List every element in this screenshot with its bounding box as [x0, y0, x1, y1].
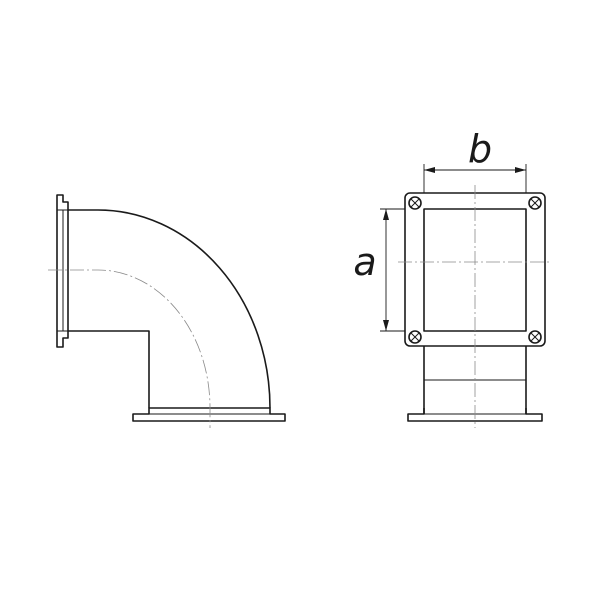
- bolt-hole-top-right: [528, 196, 542, 210]
- elbow-outer-wall: [68, 209, 271, 409]
- bolt-hole-top-left: [408, 196, 422, 210]
- dimension-a: a: [353, 208, 405, 332]
- dimension-label-a: a: [353, 240, 376, 284]
- elbow-centerline: [48, 269, 211, 428]
- elbow-side-view: [48, 194, 286, 428]
- elbow-front-view: [398, 185, 552, 428]
- bolt-hole-bottom-right: [528, 330, 542, 344]
- side-flange-left: [56, 194, 69, 348]
- dimension-label-b: b: [468, 127, 492, 171]
- bolt-hole-bottom-left: [408, 330, 422, 344]
- elbow-inner-wall: [68, 330, 150, 408]
- dimension-b: b: [423, 127, 527, 193]
